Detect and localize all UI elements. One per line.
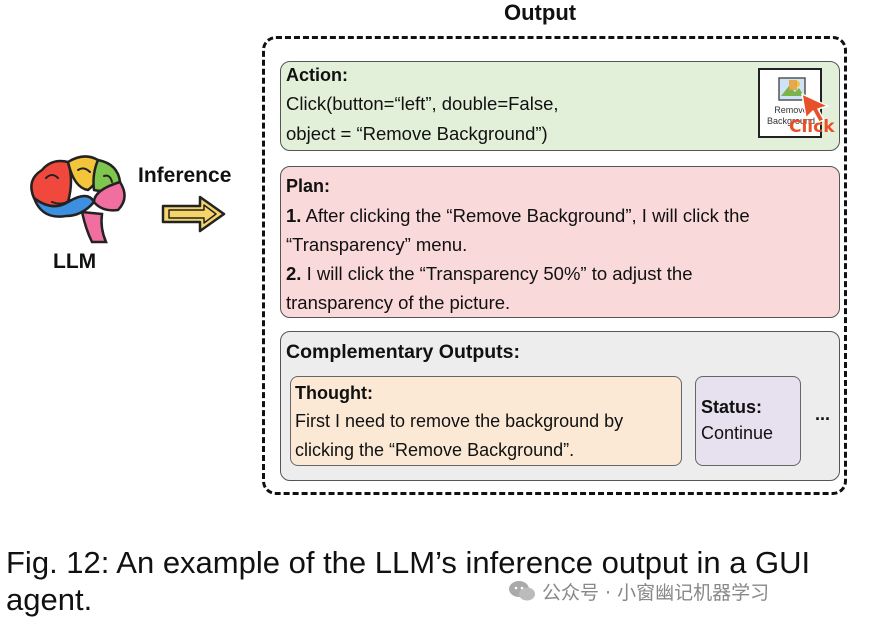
action-line-1: Click(button=“left”, double=False, — [286, 93, 559, 114]
plan-step-1-line-2: “Transparency” menu. — [286, 234, 468, 255]
action-panel: Action: Click(button=“left”, double=Fals… — [280, 61, 840, 151]
status-box: Status: Continue — [695, 376, 801, 466]
watermark-text: 公众号 · 小窗幽记机器学习 — [542, 582, 770, 604]
output-container — [262, 36, 847, 495]
thumbnail-label-line-2: Background — [766, 116, 816, 126]
status-title: Status: — [701, 397, 763, 417]
thought-box: Thought: First I need to remove the back… — [290, 376, 682, 466]
plan-step-1-line-1: 1. After clicking the “Remove Background… — [286, 201, 750, 230]
action-line-2: object = “Remove Background”) — [286, 123, 548, 144]
cursor-icon — [801, 93, 829, 123]
plan-step-2-line-2: transparency of the picture. — [286, 292, 511, 313]
remove-background-icon — [778, 77, 806, 101]
thought-line-1: First I need to remove the background by — [295, 411, 624, 431]
plan-step-1-number: 1. — [286, 205, 302, 226]
plan-step-2-number: 2. — [286, 263, 302, 284]
brain-icon — [22, 150, 132, 250]
status-value: Continue — [701, 423, 774, 443]
plan-panel: Plan: 1. After clicking the “Remove Back… — [280, 166, 840, 318]
thought-title: Thought: — [295, 383, 373, 403]
caption-line-1: Fig. 12: An example of the LLM’s inferen… — [6, 545, 811, 580]
action-title: Action: — [286, 65, 348, 85]
wechat-icon — [508, 580, 536, 607]
complementary-title: Complementary Outputs: — [286, 341, 521, 363]
more-ellipsis: ... — [815, 404, 831, 424]
llm-label: LLM — [53, 250, 97, 273]
plan-step-2-line-1: 2. I will click the “Transparency 50%” t… — [286, 259, 693, 288]
thumbnail-label-line-1: Remove — [774, 105, 808, 115]
watermark: 公众号 · 小窗幽记机器学习 — [508, 578, 769, 607]
plan-title: Plan: — [286, 176, 331, 196]
inference-arrow-icon — [160, 194, 228, 234]
plan-step-2-text: I will click the “Transparency 50%” to a… — [306, 263, 693, 284]
figure-caption: Fig. 12: An example of the LLM’s inferen… — [6, 544, 810, 618]
inference-label: Inference — [138, 164, 232, 187]
caption-line-2: agent. — [6, 582, 93, 617]
click-label: Click — [789, 117, 835, 137]
output-title: Output — [504, 0, 577, 25]
plan-step-1-text: After clicking the “Remove Background”, … — [305, 205, 750, 226]
thought-line-2: clicking the “Remove Background”. — [295, 440, 575, 460]
